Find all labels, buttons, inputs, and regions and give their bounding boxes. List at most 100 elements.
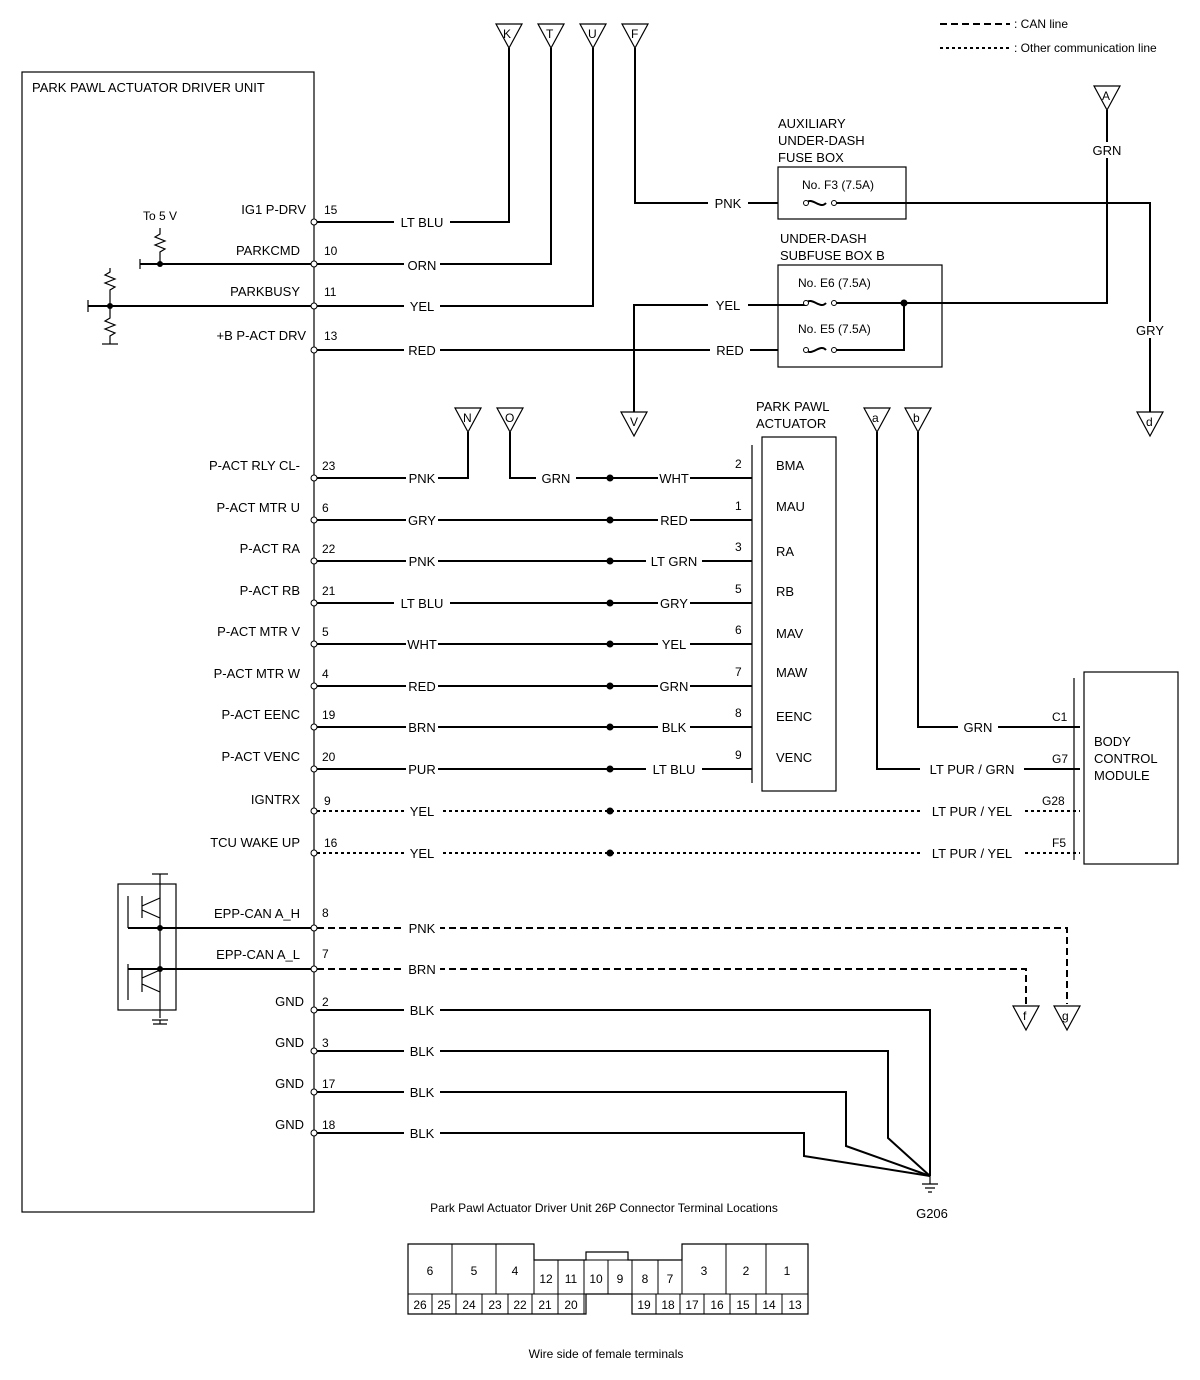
pin-num-7: 7 [322,947,329,961]
pin-label-19: P-ACT EENC [222,707,301,722]
pin-num-gnd-2: 17 [322,1077,336,1091]
wire-pnk-8: PNK [409,921,436,936]
wire-red-13: RED [408,343,435,358]
act-pin-num-1: 1 [735,499,742,513]
terminal-caption: Park Pawl Actuator Driver Unit 26P Conne… [430,1201,778,1215]
conn-a: a [872,411,879,425]
act-pin-MAU: MAU [776,499,805,514]
pin-num-20: 20 [322,750,336,764]
conn-N: N [463,411,472,425]
act-pin-MAW: MAW [776,665,808,680]
act-pin-RB: RB [776,584,794,599]
aux-fuse-title2: UNDER-DASH [778,133,865,148]
pin-label-gnd-2: GND [275,1076,304,1091]
conn-O: O [505,411,514,425]
wire-pnk-f: PNK [715,196,742,211]
pin-num-16: 16 [324,836,338,850]
pin-label-gnd-3: GND [275,1117,304,1132]
wire-5: WHT [407,637,437,652]
pin-label-ig1: IG1 P-DRV [241,202,306,217]
term-bot-22: 22 [513,1298,527,1312]
body-control-module [1083,671,1179,865]
ground-g206: G206 [916,1206,948,1221]
bcm-pin-g28: G28 [1042,794,1065,808]
wire-ltpuryel-g28: LT PUR / YEL [932,804,1012,819]
term-top-8: 8 [642,1272,649,1286]
pin-num-15: 15 [324,203,338,217]
pin-label-23: P-ACT RLY CL- [209,458,300,473]
aux-fuse-box [777,166,907,220]
conn-b: b [913,411,920,425]
pin-num-4: 4 [322,667,329,681]
term-bot-17: 17 [685,1298,699,1312]
act-pin-VENC: VENC [776,750,812,765]
wire-yel-e6: YEL [716,298,741,313]
pin-label-gnd-1: GND [275,1035,304,1050]
wire-grn-A: GRN [1093,143,1122,158]
term-bot-23: 23 [488,1298,502,1312]
wire-6: GRY [408,513,436,528]
act-wire-EENC: BLK [662,720,687,735]
term-top-9: 9 [617,1272,624,1286]
conn-A: A [1102,89,1110,103]
pin-num-gnd-0: 2 [322,995,329,1009]
act-pin-num-5: 5 [735,582,742,596]
wire-ltpuryel-f5: LT PUR / YEL [932,846,1012,861]
term-bot-13: 13 [788,1298,802,1312]
act-wire-VENC: LT BLU [653,762,696,777]
wire-23: PNK [409,471,436,486]
actuator-title2: ACTUATOR [756,416,826,431]
sub-fuse-e6: No. E6 (7.5A) [798,276,871,290]
pin-num-23: 23 [322,459,336,473]
legend-can: : CAN line [1014,17,1068,31]
pin-num-8: 8 [322,906,329,920]
term-top-7: 7 [667,1272,674,1286]
term-bot-21: 21 [538,1298,552,1312]
wire-orn-10: ORN [408,258,437,273]
term-bot-19: 19 [637,1298,651,1312]
can-transceiver-icon [117,873,177,1021]
sub-fuse-e5: No. E5 (7.5A) [798,322,871,336]
term-top-6: 6 [427,1264,434,1278]
pin-label-gnd-0: GND [275,994,304,1009]
pin-num-21: 21 [322,584,336,598]
pin-label-4: P-ACT MTR W [214,666,301,681]
wire-blk-gnd-0: BLK [410,1003,435,1018]
act-pin-num-3: 3 [735,540,742,554]
terminal-note: Wire side of female terminals [529,1347,684,1361]
conn-k: K [503,27,511,41]
term-top-10: 10 [589,1272,603,1286]
conn-d: d [1146,415,1153,429]
term-bot-25: 25 [437,1298,451,1312]
pin-label-6: P-ACT MTR U [216,500,300,515]
wire-grn-o: GRN [542,471,571,486]
pin-label-20: P-ACT VENC [222,749,301,764]
pin-num-11: 11 [324,285,337,299]
pin-num-13: 13 [324,329,338,343]
legend-other: : Other communication line [1014,41,1157,55]
to-5v-label: To 5 V [143,209,177,223]
term-bot-14: 14 [762,1298,776,1312]
pin-label-canl: EPP-CAN A_L [216,947,300,962]
wire-blk-gnd-1: BLK [410,1044,435,1059]
wire-20: PUR [408,762,435,777]
pin-label-tcuwake: TCU WAKE UP [210,835,300,850]
pin-num-6: 6 [322,501,329,515]
term-bot-24: 24 [462,1298,476,1312]
term-top-5: 5 [471,1264,478,1278]
wire-grn-c1: GRN [964,720,993,735]
driver-unit-box [21,71,315,1213]
legend: : CAN line : Other communication line [940,17,1157,55]
term-top-3: 3 [701,1264,708,1278]
actuator-title1: PARK PAWL [756,399,829,414]
pin-label-22: P-ACT RA [240,541,301,556]
sub-fuse-title2: SUBFUSE BOX B [780,248,885,263]
bcm-title2: CONTROL [1094,751,1158,766]
act-pin-RA: RA [776,544,794,559]
act-wire-RA: LT GRN [651,554,697,569]
wire-gry-d: GRY [1136,323,1164,338]
act-pin-num-6: 6 [735,623,742,637]
term-top-4: 4 [512,1264,519,1278]
